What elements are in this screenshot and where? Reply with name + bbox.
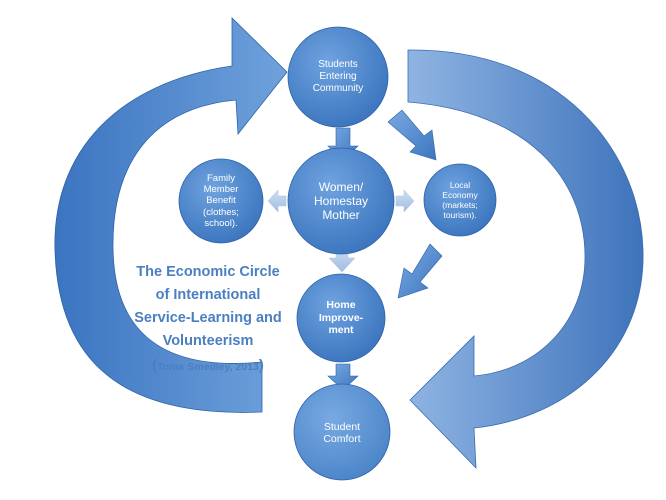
- label-line: Improve-: [318, 311, 364, 324]
- arrow-home-to-comfort: [327, 363, 359, 391]
- arrow-women-to-family: [267, 189, 287, 213]
- label-women-homestay: Women/ Homestay Mother: [291, 174, 391, 228]
- node-students-entering: [287, 26, 389, 128]
- arrow-women-to-economy: [395, 189, 415, 213]
- label-home-improvement: Home Improve- ment: [297, 294, 385, 342]
- label-line: Women/: [318, 179, 364, 194]
- diagram-title: The Economic Circle of International Ser…: [108, 261, 308, 374]
- label-line: Family: [207, 172, 235, 184]
- label-students-entering: Students Entering Community: [288, 52, 388, 102]
- node-local-economy: [423, 163, 497, 237]
- label-line: Student: [323, 420, 361, 433]
- label-line: Students: [318, 59, 358, 71]
- label-line: Benefit: [206, 195, 236, 207]
- citation-text: Toms Smedley, 2013: [157, 361, 259, 373]
- arrow-students-to-economy: [387, 109, 437, 161]
- citation: (Toms Smedley, 2013): [108, 357, 308, 374]
- label-line: Economy: [442, 189, 478, 200]
- label-student-comfort: Student Comfort: [296, 418, 388, 448]
- citation-open-paren: (: [152, 357, 158, 374]
- label-line: school).: [204, 217, 238, 229]
- title-line: The Economic Circle: [136, 264, 280, 280]
- label-line: tourism).: [443, 210, 477, 221]
- title-line: Service-Learning and: [134, 310, 282, 326]
- node-student-comfort: [293, 383, 391, 481]
- label-line: Homestay: [313, 193, 369, 208]
- node-home-improvement: [296, 273, 386, 363]
- label-line: ment: [328, 324, 354, 337]
- label-line: (clothes;: [203, 206, 239, 218]
- cycle-arrow-right: [407, 49, 644, 470]
- label-line: (markets;: [442, 200, 478, 210]
- arrow-economy-to-home: [397, 243, 443, 299]
- label-line: Mother: [322, 208, 360, 223]
- label-line: Member: [203, 184, 239, 196]
- node-women-homestay: [287, 147, 395, 255]
- label-line: Home: [326, 299, 356, 312]
- label-line: Community: [312, 82, 364, 94]
- label-line: Entering: [319, 71, 357, 83]
- label-family-benefit: Family Member Benefit (clothes; school).: [181, 165, 261, 237]
- title-line: Volunteerism: [162, 333, 254, 349]
- title-line: of International: [155, 287, 261, 303]
- citation-close-paren: ): [258, 357, 264, 374]
- label-line: Local: [449, 179, 471, 190]
- node-family-benefit: [178, 158, 264, 244]
- cycle-arrow-left: [54, 17, 288, 413]
- label-local-economy: Local Economy (markets; tourism).: [426, 176, 494, 224]
- label-line: Comfort: [323, 433, 361, 445]
